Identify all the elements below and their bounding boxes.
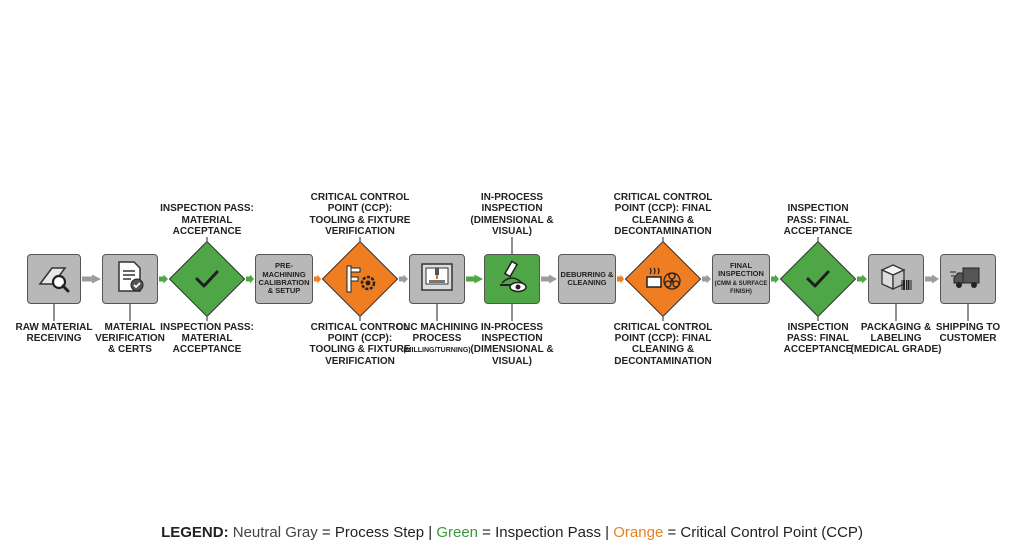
ship-label-below-text: SHIPPING TO CUSTOMER [935,322,1001,345]
raw-label-below-text: RAW MATERIAL RECEIVING [15,322,93,345]
cleaning-biohazard-icon [644,263,682,300]
inproc-label-above-text: IN-PROCESS INSPECTION (DIMENSIONAL & VIS… [470,192,554,237]
raw-label-below: RAW MATERIAL RECEIVING [11,322,97,344]
arrow-ccp2-to-final [702,274,711,284]
arrow-cnc-to-inproc [466,274,483,284]
legend-green-label: Green [436,524,479,541]
arrow-premach-to-ccp1 [314,274,321,284]
ccp1-label-above-text: CRITICAL CONTROL POINT (CCP): TOOLING & … [309,192,411,237]
arrow-raw-to-verif [82,274,101,284]
pack-label-below: PACKAGING & LABELING (MEDICAL GRADE) [846,322,946,356]
arrow-pack-to-ship [925,274,939,284]
cnc-step-box [409,254,465,304]
microscope-eye-icon [494,259,530,300]
insp1-label-below-text: INSPECTION PASS: MATERIAL ACCEPTANCE [160,322,254,356]
insp2-label-below-text: INSPECTION PASS: FINAL ACCEPTANCE [783,322,853,356]
insp2-label-above-text: INSPECTION PASS: FINAL ACCEPTANCE [783,203,853,237]
insp1-label-above: INSPECTION PASS: MATERIAL ACCEPTANCE [152,203,262,237]
insp1-label-above-text: INSPECTION PASS: MATERIAL ACCEPTANCE [160,203,254,237]
deburr-step-text: DEBURRING & CLEANING [559,269,615,288]
checkmark-icon [192,264,222,299]
ccp2-label-below: CRITICAL CONTROL POINT (CCP): FINAL CLEA… [608,322,718,367]
ccp2-label-above-text: CRITICAL CONTROL POINT (CCP): FINAL CLEA… [613,192,713,237]
deburr-step-box: DEBURRING & CLEANING [558,254,616,304]
final-step-text: FINAL INSPECTION(CMM & SURFACE FINISH) [713,260,769,296]
ccp1-label-below: CRITICAL CONTROL POINT (CCP): TOOLING & … [306,322,414,367]
arrow-verif-to-insp1 [159,274,168,284]
arrow-deburr-to-ccp2 [617,274,624,284]
final-step-text-main: FINAL INSPECTION [718,260,764,279]
inproc-label-below: IN-PROCESS INSPECTION (DIMENSIONAL & VIS… [464,322,560,367]
legend-gray-label: Neutral Gray [232,524,318,541]
ccp2-label-above: CRITICAL CONTROL POINT (CCP): FINAL CLEA… [608,192,718,237]
cnc-label-below-subtext: (MILLING/TURNING) [403,347,471,355]
premach-step-text: PRE-MACHINING CALIBRATION & SETUP [256,261,312,296]
verif-step-box [102,254,158,304]
premach-step-text-main: PRE-MACHINING CALIBRATION & SETUP [258,261,310,296]
arrow-final-to-insp2 [771,274,779,284]
insp2-label-below: INSPECTION PASS: FINAL ACCEPTANCE [774,322,862,356]
cnc-machine-icon [419,260,455,299]
document-check-icon [114,260,146,299]
pack-label-below-text: PACKAGING & LABELING (MEDICAL GRADE) [850,322,942,356]
checkmark-icon [803,264,833,299]
ccp1-label-below-text: CRITICAL CONTROL POINT (CCP): TOOLING & … [309,322,411,367]
deburr-step-text-main: DEBURRING & CLEANING [560,269,614,287]
ship-label-below: SHIPPING TO CUSTOMER [928,322,1008,344]
inproc-label-below-text: IN-PROCESS INSPECTION (DIMENSIONAL & VIS… [470,322,554,367]
raw-step-box [27,254,81,304]
premach-step-box: PRE-MACHINING CALIBRATION & SETUP [255,254,313,304]
legend-title: LEGEND: [161,524,229,541]
verif-label-below-text: MATERIAL VERIFICATION & CERTS [95,322,165,356]
legend-orange-desc: = Critical Control Point (CCP) [663,524,863,541]
verif-label-below: MATERIAL VERIFICATION & CERTS [93,322,167,356]
insp1-label-below: INSPECTION PASS: MATERIAL ACCEPTANCE [152,322,262,356]
truck-icon [949,262,987,297]
caliper-gear-icon [342,263,378,300]
legend-green-desc: = Inspection Pass | [478,524,614,541]
arrow-insp2-to-pack [857,274,867,284]
arrow-ccp1-to-cnc [399,274,408,284]
ccp2-label-below-text: CRITICAL CONTROL POINT (CCP): FINAL CLEA… [613,322,713,367]
ship-step-box [940,254,996,304]
final-step-text-sub: (CMM & SURFACE FINISH) [714,280,768,296]
arrow-insp1-to-premach [246,274,254,284]
package-barcode-icon [878,260,914,299]
ccp1-label-above: CRITICAL CONTROL POINT (CCP): TOOLING & … [306,192,414,237]
inproc-label-above: IN-PROCESS INSPECTION (DIMENSIONAL & VIS… [464,192,560,237]
legend-orange-label: Orange [613,524,664,541]
legend: LEGEND: Neutral Gray = Process Step | Gr… [0,524,1024,541]
pack-step-box [868,254,924,304]
magnifier-on-bar-icon [37,260,71,299]
insp2-label-above: INSPECTION PASS: FINAL ACCEPTANCE [774,203,862,237]
final-step-box: FINAL INSPECTION(CMM & SURFACE FINISH) [712,254,770,304]
cnc-label-below-text: CNC MACHINING PROCESS [395,322,479,345]
inproc-step-box [484,254,540,304]
cnc-label-below: CNC MACHINING PROCESS (MILLING/TURNING) [393,322,481,356]
legend-gray-desc: = Process Step | [317,524,437,541]
arrow-inproc-to-deburr [541,274,557,284]
